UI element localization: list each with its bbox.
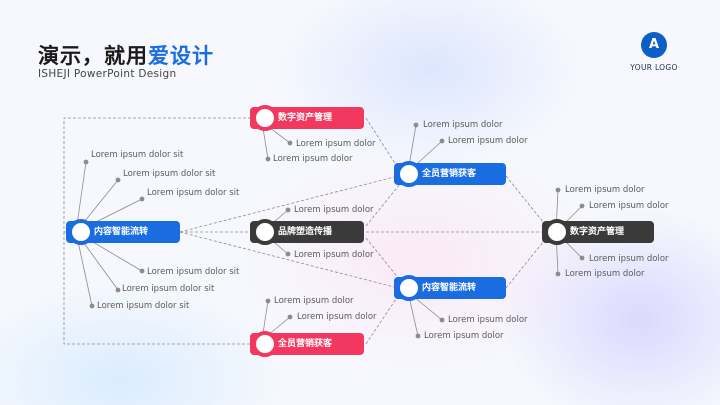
- node-label: 数字资产管理: [278, 113, 333, 123]
- leaf-label: Lorem ipsum dolor: [589, 254, 669, 264]
- leaf-label: Lorem ipsum dolor sit: [97, 301, 190, 311]
- spoke-dot: [439, 138, 445, 144]
- spoke-dot: [555, 187, 561, 193]
- leaf-label: Lorem ipsum dolor sit: [147, 267, 240, 277]
- spoke-dot: [285, 207, 291, 213]
- logo-icon: A: [641, 32, 667, 58]
- node-marker: [544, 219, 570, 245]
- spoke-dot: [415, 333, 421, 339]
- leaf-label: Lorem ipsum dolor: [297, 312, 377, 322]
- title-accent: 爱设计: [148, 44, 214, 68]
- leaf-label: Lorem ipsum dolor: [448, 315, 528, 325]
- node-marketing-upper: 全员营销获客: [394, 161, 506, 187]
- connector-center-upper: [365, 183, 401, 227]
- spoke-dot: [83, 159, 89, 165]
- leaf-label: Lorem ipsum dolor: [448, 136, 528, 146]
- leaf-label: Lorem ipsum dolor: [294, 250, 374, 260]
- spoke-dot: [287, 314, 293, 320]
- node-digital-assets-top: 数字资产管理: [250, 105, 364, 131]
- leaf-label: Lorem ipsum dolor: [565, 185, 645, 195]
- node-label: 内容智能流转: [422, 283, 477, 293]
- leaf-label: Lorem ipsum dolor sit: [123, 169, 216, 179]
- logo: A YOUR LOGO: [626, 32, 682, 72]
- node-label: 品牌塑造传播: [278, 227, 333, 237]
- leaf-label: Lorem ipsum dolor: [589, 201, 669, 211]
- spoke-dot: [579, 255, 585, 261]
- leaf-label: Lorem ipsum dolor: [296, 139, 376, 149]
- connector-root-upper: [179, 175, 399, 233]
- leaf-label: Lorem ipsum dolor sit: [147, 188, 240, 198]
- node-content-flow-left: 内容智能流转: [66, 219, 180, 245]
- spoke-dot: [287, 140, 293, 146]
- leaf-label: Lorem ipsum dolor: [424, 331, 504, 341]
- node-label: 数字资产管理: [570, 227, 625, 237]
- node-digital-assets-right: 数字资产管理: [542, 219, 654, 245]
- node-marker: [68, 219, 94, 245]
- leaf-label: Lorem ipsum dolor: [273, 154, 353, 164]
- spoke-dot: [579, 203, 585, 209]
- node-marketing-bottom: 全员营销获客: [250, 331, 364, 357]
- node-brand-building-center: 品牌塑造传播: [250, 219, 364, 245]
- leaf-label: Lorem ipsum dolor sit: [91, 150, 184, 160]
- leaf-label: Lorem ipsum dolor: [274, 296, 354, 306]
- spoke-dot: [115, 177, 121, 183]
- spoke-dot: [89, 303, 95, 309]
- connector-root-lower: [179, 231, 399, 289]
- spoke-dot: [265, 298, 271, 304]
- spoke-dot: [285, 251, 291, 257]
- spoke-dot: [115, 287, 121, 293]
- node-label: 全员营销获客: [278, 339, 333, 349]
- spoke-dot: [139, 268, 145, 274]
- node-label: 内容智能流转: [94, 227, 149, 237]
- spoke-dot: [555, 271, 561, 277]
- spoke-dot: [413, 122, 419, 128]
- node-marker: [396, 161, 422, 187]
- node-marker: [396, 275, 422, 301]
- connector-lower-right: [505, 235, 549, 289]
- spoke-dot: [265, 156, 271, 162]
- node-marker: [252, 219, 278, 245]
- node-label: 全员营销获客: [422, 169, 477, 179]
- node-marker: [252, 105, 278, 131]
- node-content-flow-lower: 内容智能流转: [394, 275, 506, 301]
- leaf-label: Lorem ipsum dolor: [565, 269, 645, 279]
- leaf-label: Lorem ipsum dolor: [423, 120, 503, 130]
- connector-upper-right: [505, 175, 549, 229]
- connector-center-lower: [365, 237, 401, 281]
- connector-left-bottom: [63, 232, 252, 345]
- spoke-dot: [139, 196, 145, 202]
- slide-subtitle: ISHEJI PowerPoint Design: [38, 68, 177, 80]
- node-marker: [252, 331, 278, 357]
- leaf-label: Lorem ipsum dolor sit: [122, 284, 215, 294]
- logo-text: YOUR LOGO: [630, 63, 678, 72]
- slide-title: 演示，就用爱设计: [38, 40, 214, 70]
- leaf-label: Lorem ipsum dolor: [294, 205, 374, 215]
- spoke-dot: [439, 317, 445, 323]
- title-main: 演示，就用: [38, 44, 148, 68]
